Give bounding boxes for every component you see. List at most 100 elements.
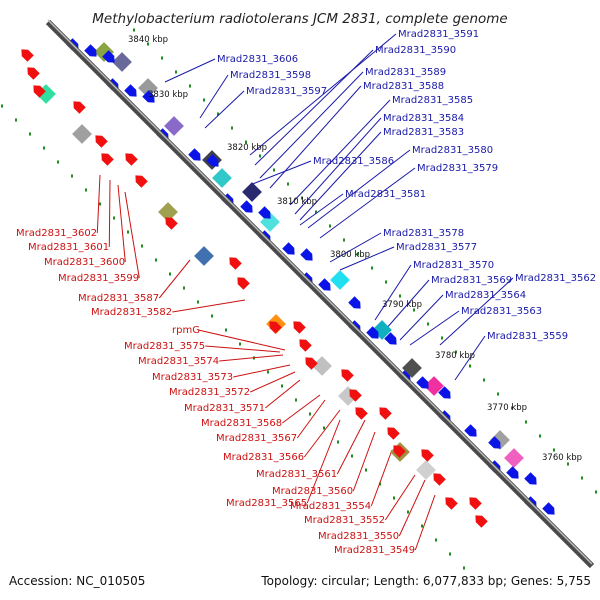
reverse-gene-label: Mrad2831_3601	[28, 242, 109, 253]
reverse-gene-label: Mrad2831_3573	[152, 372, 233, 383]
leader-lines	[96, 33, 514, 551]
reverse-gene-arrow	[269, 321, 282, 334]
reverse-gene-arrow	[433, 473, 446, 486]
gene-labels: Mrad2831_3591Mrad2831_3590Mrad2831_3606M…	[16, 29, 596, 556]
leader-line	[289, 99, 391, 206]
forward-gene-arrow	[188, 148, 201, 161]
forward-gene-arrow	[102, 50, 115, 63]
reverse-gene-arrow	[237, 277, 250, 290]
forward-gene-arrow	[258, 206, 271, 219]
backbone-highlight	[47, 19, 593, 565]
feature-block	[242, 182, 262, 202]
tick-mark	[399, 294, 401, 298]
tick-mark	[1, 104, 3, 108]
scale-marker-label: 3760 kbp	[542, 453, 582, 463]
forward-gene-arrow	[488, 436, 501, 449]
leader-line	[303, 409, 341, 458]
reverse-gene-arrow	[73, 101, 86, 114]
forward-gene-label: Mrad2831_3591	[398, 29, 479, 40]
forward-gene-label: Mrad2831_3563	[461, 306, 542, 317]
tick-mark	[497, 392, 499, 396]
tick-mark	[337, 440, 339, 444]
leader-line	[439, 277, 514, 346]
tick-mark	[323, 426, 325, 430]
leader-line	[282, 394, 321, 424]
tick-mark	[183, 286, 185, 290]
tick-mark	[267, 370, 269, 374]
tick-mark	[57, 160, 59, 164]
tick-mark	[217, 112, 219, 116]
leader-line	[384, 279, 430, 331]
leader-line	[339, 246, 395, 271]
scale-marker-label: 3840 kbp	[128, 35, 168, 45]
forward-gene-arrow	[142, 90, 155, 103]
tick-mark	[43, 146, 45, 150]
tick-mark	[169, 272, 171, 276]
feature-block	[424, 376, 444, 396]
accession-text: Accession: NC_010505	[9, 574, 145, 588]
tick-mark	[175, 70, 177, 74]
forward-gene-label: Mrad2831_3597	[246, 86, 327, 97]
forward-gene-label: Mrad2831_3589	[365, 67, 446, 78]
leader-line	[294, 117, 382, 215]
scale-marker-label: 3820 kbp	[227, 143, 267, 153]
reverse-gene-arrow	[125, 153, 138, 166]
forward-gene-label: Mrad2831_3586	[313, 156, 394, 167]
scale-marker-label: 3800 kbp	[330, 250, 370, 260]
tick-mark	[511, 406, 513, 410]
forward-gene-label: Mrad2831_3578	[383, 228, 464, 239]
reverse-gene-label: Mrad2831_3550	[318, 531, 399, 542]
forward-gene-arrow	[206, 154, 219, 167]
feature-block	[212, 168, 232, 188]
reverse-gene-label: Mrad2831_3561	[256, 469, 337, 480]
reverse-gene-arrow	[95, 135, 108, 148]
forward-gene-label: Mrad2831_3598	[230, 70, 311, 81]
tick-mark	[379, 482, 381, 486]
leader-line	[299, 193, 344, 226]
tick-mark	[407, 510, 409, 514]
tick-mark	[567, 462, 569, 466]
leader-line	[306, 419, 341, 504]
tick-mark	[371, 266, 373, 270]
forward-gene-arrow	[384, 332, 397, 345]
leader-line	[117, 184, 126, 263]
feature-block	[194, 246, 214, 266]
forward-gene-label: Mrad2831_3564	[445, 290, 526, 301]
forward-gene-label: Mrad2831_3584	[383, 113, 464, 124]
leader-line	[319, 167, 416, 239]
tick-mark	[281, 384, 283, 388]
reverse-gene-arrow	[421, 449, 434, 462]
reverse-gene-label: Mrad2831_3587	[78, 293, 159, 304]
reverse-gene-arrow	[135, 175, 148, 188]
forward-gene-label: Mrad2831_3590	[375, 45, 456, 56]
tick-mark	[295, 398, 297, 402]
leader-line	[96, 174, 101, 234]
reverse-gene-label: Mrad2831_3572	[169, 387, 250, 398]
tick-mark	[463, 566, 465, 570]
tick-mark	[581, 476, 583, 480]
tick-mark	[301, 196, 303, 200]
leader-line	[384, 474, 416, 521]
reverse-gene-arrow	[445, 497, 458, 510]
reverse-gene-arrow	[393, 445, 406, 458]
tick-mark	[147, 42, 149, 46]
leader-line	[454, 335, 486, 381]
reverse-gene-label: Mrad2831_3582	[91, 307, 172, 318]
tick-mark	[435, 538, 437, 542]
reverse-gene-label: Mrad2831_3565	[226, 498, 307, 509]
tick-mark	[421, 524, 423, 528]
tick-mark	[71, 174, 73, 178]
forward-gene-label: Mrad2831_3569	[431, 275, 512, 286]
feature-block	[112, 52, 132, 72]
leader-line	[198, 329, 286, 351]
reverse-gene-arrow	[355, 407, 368, 420]
forward-gene-arrow	[124, 84, 137, 97]
reverse-gene-arrow	[341, 369, 354, 382]
tick-mark	[539, 434, 541, 438]
reverse-gene-arrow	[475, 515, 488, 528]
leader-line	[249, 160, 312, 186]
tick-mark	[357, 252, 359, 256]
tick-mark	[141, 244, 143, 248]
leader-line	[259, 71, 364, 179]
tick-mark	[449, 552, 451, 556]
